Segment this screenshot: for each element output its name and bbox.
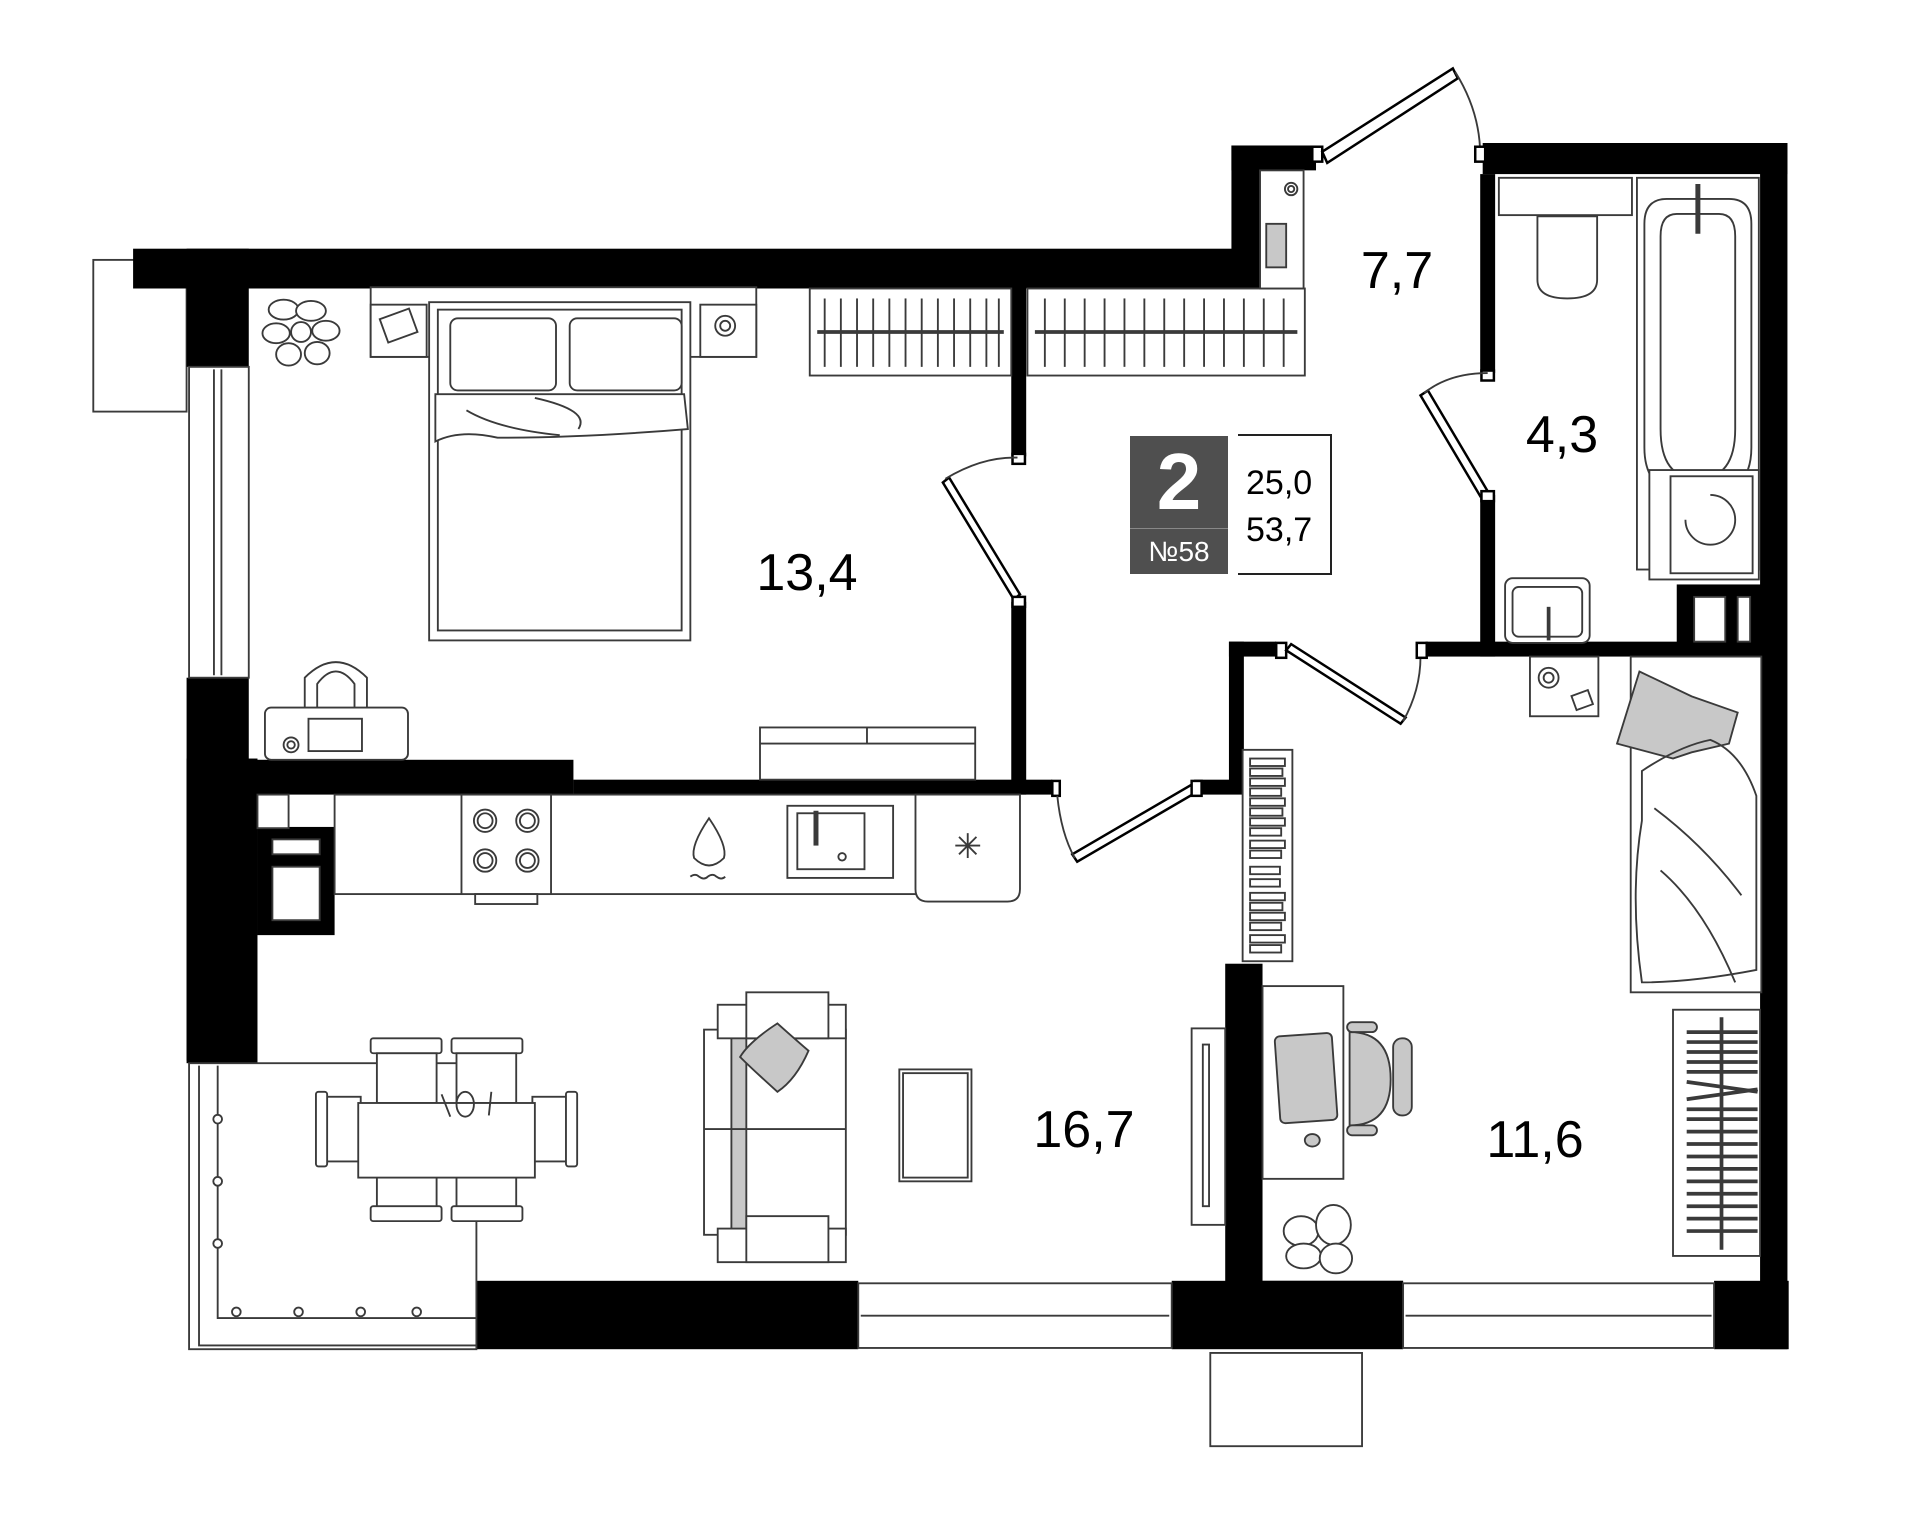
room-area-bedroom-2: 11,6 (1486, 1111, 1584, 1169)
apartment-number: №58 (1148, 535, 1210, 567)
bedroom2-furniture (1241, 655, 1763, 1275)
room-area-living-kitchen: 16,7 (1033, 1101, 1135, 1159)
walls (133, 143, 1789, 1350)
rooms-count: 2 (1130, 436, 1228, 529)
plant-icon (261, 298, 341, 367)
area-info-box: 25,0 53,7 (1238, 434, 1332, 575)
bedroom-furniture (261, 169, 1306, 781)
living-area: 25,0 (1246, 464, 1313, 502)
room-area-bedroom: 13,4 (756, 544, 858, 602)
bathroom-fixtures (1497, 176, 1760, 644)
doors (941, 66, 1496, 864)
apartment-badge: 2 №58 (1130, 436, 1228, 574)
room-area-hallway: 7,7 (1360, 242, 1434, 300)
ac-unit-bottom (1209, 1352, 1363, 1448)
living-furniture (315, 991, 1227, 1264)
room-area-bathroom: 4,3 (1525, 406, 1599, 464)
plant-icon-2 (1282, 1204, 1354, 1275)
kitchen-fixtures (256, 793, 1021, 905)
total-area: 53,7 (1246, 511, 1313, 549)
